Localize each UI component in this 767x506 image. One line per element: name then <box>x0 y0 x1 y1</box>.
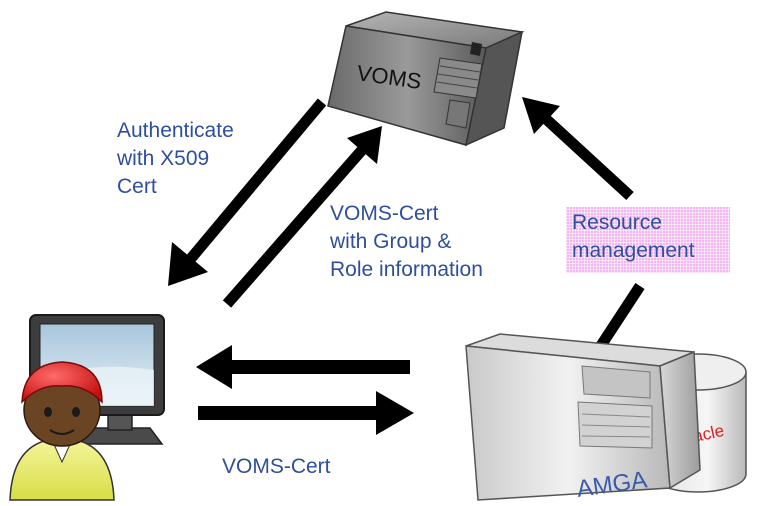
arrow-user-to-amga <box>198 391 414 435</box>
person-icon <box>9 361 115 501</box>
voms-cert-group-label: VOMS-Cert with Group & Role information <box>330 200 483 284</box>
resource-management-line-2: management <box>572 239 695 262</box>
voms-server-icon: VOMS <box>327 11 525 147</box>
arrow-amga-to-user <box>196 345 410 389</box>
voms-cert-group-line-2: with Group & <box>330 230 452 253</box>
voms-cert-group-line-3: Role information <box>330 258 483 281</box>
authenticate-label-line-1: Authenticate <box>117 119 234 142</box>
user-at-computer-icon <box>9 314 165 501</box>
authenticate-label: Authenticate with X509 Cert <box>117 117 234 201</box>
arrow-resource-to-voms <box>522 97 634 201</box>
resource-management-line-1: Resource <box>572 211 662 234</box>
arrow-voms-to-user <box>168 98 327 286</box>
arrow-user-to-voms <box>222 126 382 308</box>
voms-cert-bottom-label: VOMS-Cert <box>222 455 331 478</box>
resource-management-label: Resource management <box>566 207 730 273</box>
amga-server-icon: AMGA <box>465 333 701 503</box>
authenticate-label-line-2: with X509 <box>117 147 210 170</box>
authenticate-label-line-3: Cert <box>117 175 157 198</box>
voms-cert-group-line-1: VOMS-Cert <box>330 202 439 225</box>
